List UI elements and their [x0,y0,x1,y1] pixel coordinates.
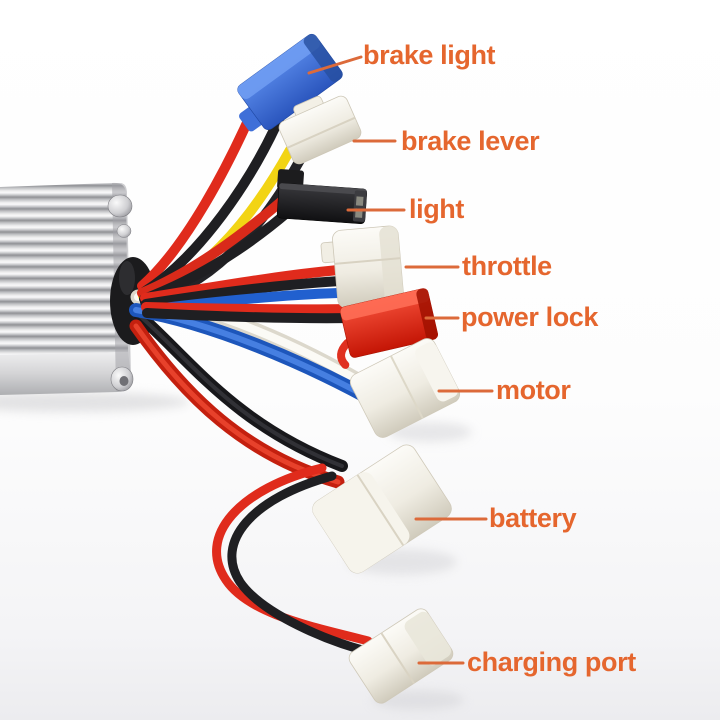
wire-light-red [137,195,288,298]
connector-light [276,169,368,225]
wire-battery-black-highlight [138,314,344,468]
leader-lines [307,55,494,665]
controller-base [0,352,132,395]
connector-motor [349,338,461,438]
wire-powerlock-red [141,302,359,315]
label-light: light [409,194,464,224]
label-battery: battery [489,503,577,533]
label-power-lock: power lock [461,302,599,332]
controller-box [0,182,134,395]
connector-charging-port [348,608,454,704]
connector-brake-lever [278,95,362,165]
label-brake-light: brake light [363,40,496,70]
connector-brake-light [237,33,343,132]
wire-throttle-black [141,276,345,309]
wire-throttle-red [140,265,343,303]
label-throttle: throttle [462,251,552,281]
label-brake-lever: brake lever [401,126,540,156]
controller-fins [0,182,128,355]
wiring-harness [129,93,387,658]
label-charging-port: charging port [467,647,636,677]
wire-charging-red [212,463,373,646]
connector-power-lock [337,288,438,369]
connector-throttle [320,225,404,309]
screw-top [107,194,133,218]
wire-charging-black [227,471,379,658]
leader-line-brake-light [307,55,363,75]
wire-powerlock-black [142,308,361,324]
connector-battery [312,444,452,574]
screw-small [116,224,132,238]
label-motor: motor [496,375,571,405]
screw-eyelet-hole [119,376,129,386]
